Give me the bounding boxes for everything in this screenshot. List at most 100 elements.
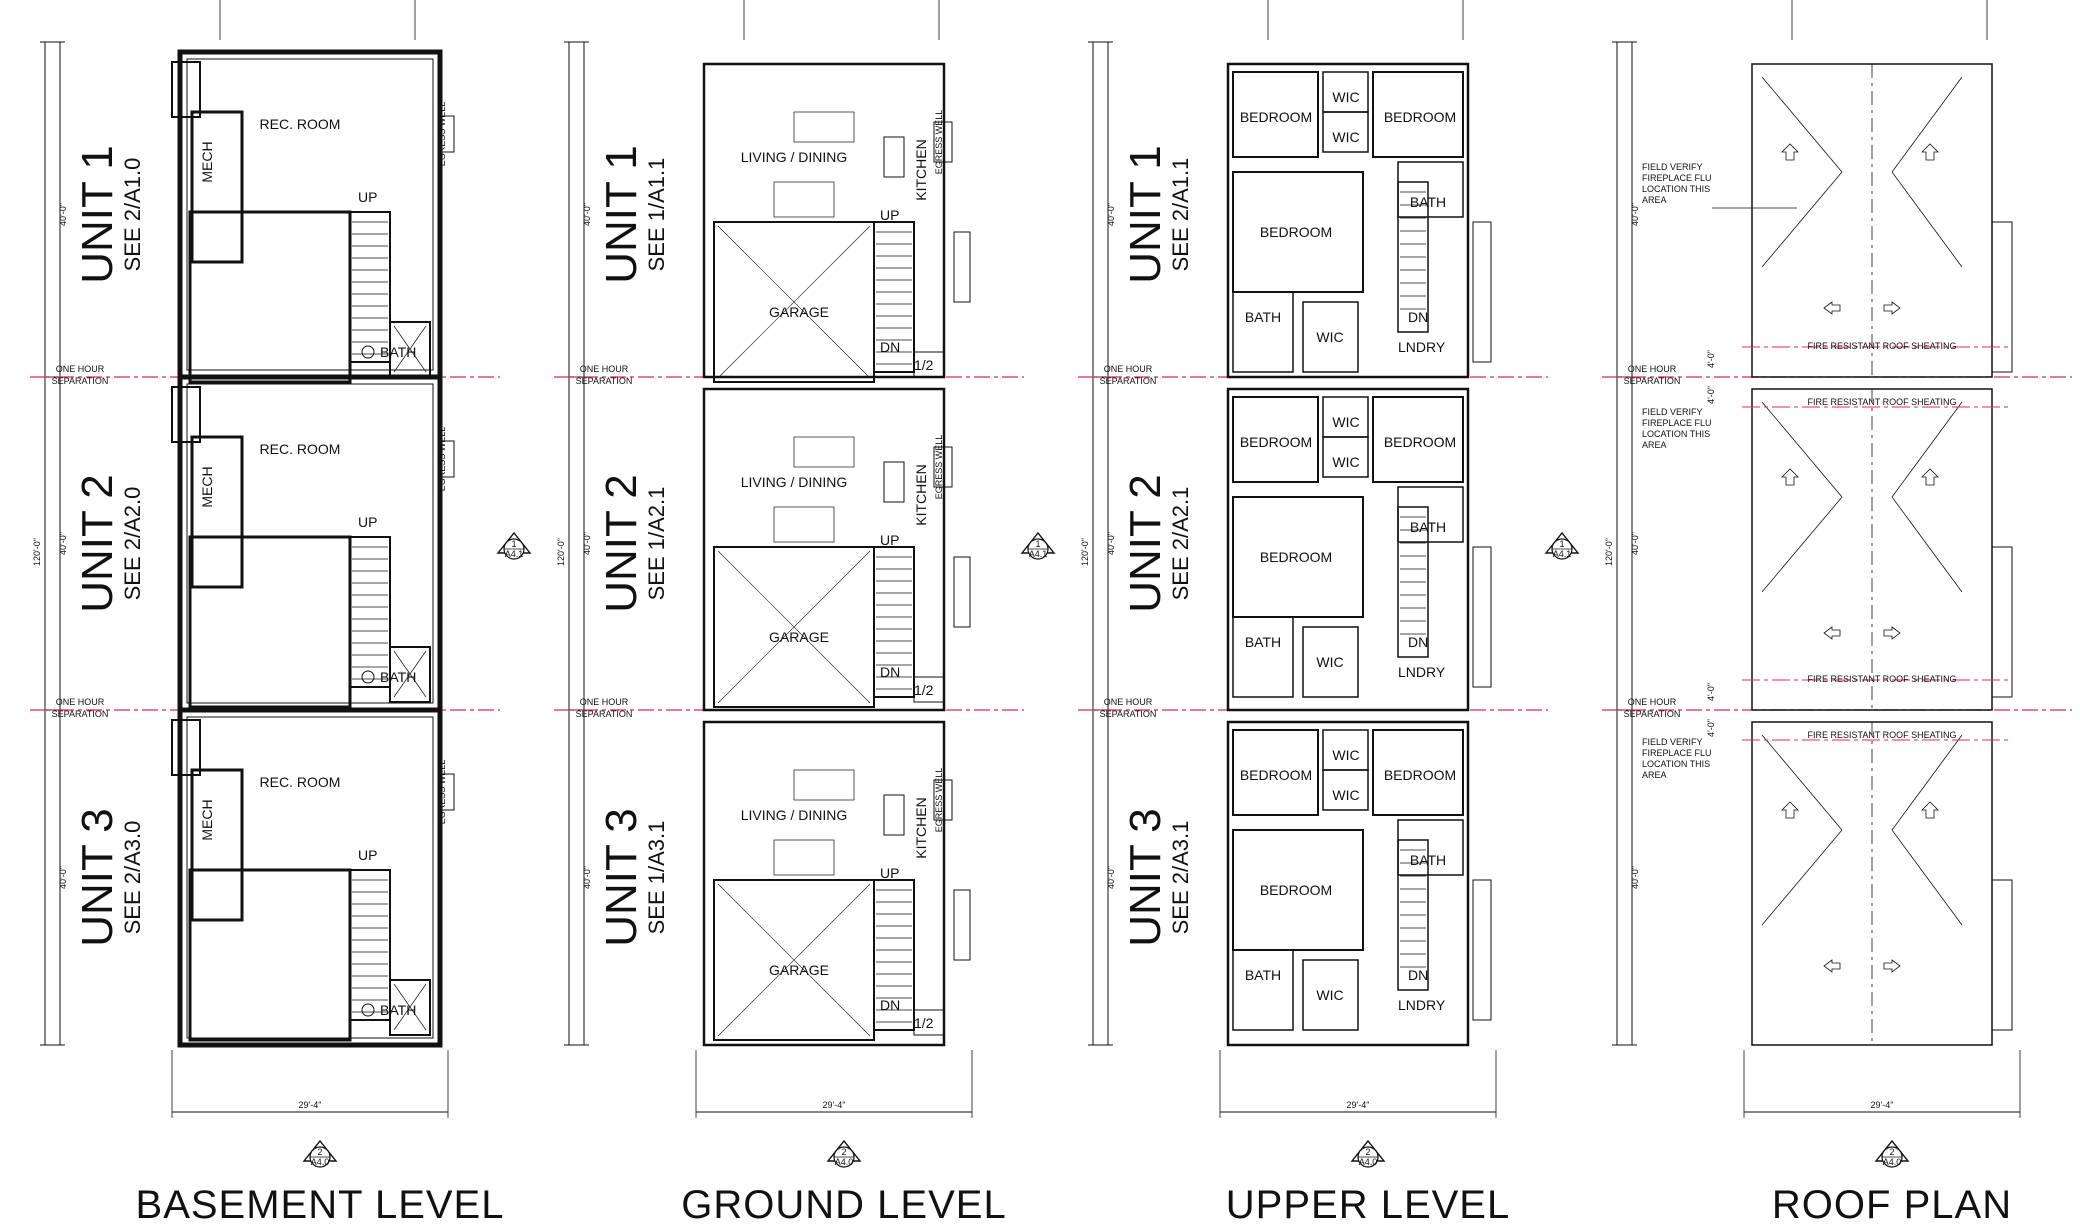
dimension-unit: 40'-0" (1630, 203, 1640, 226)
slope-arrow-icon (1781, 801, 1799, 819)
marker-sheet: A4.1 (1553, 549, 1572, 559)
sheathing-note: FIRE RESISTANT ROOF SHEATING (1807, 730, 1956, 740)
room-label-garage: GARAGE (769, 962, 829, 978)
bedroom-rear (1232, 829, 1364, 951)
unit-reference: SEE 1/A3.1 (644, 821, 669, 935)
sink-icon (361, 670, 375, 684)
deck-edge (1472, 546, 1492, 688)
room-label-garage: GARAGE (769, 629, 829, 645)
garage-x (717, 550, 871, 704)
wic-front (1322, 111, 1369, 153)
room-label-living-dining: LIVING / DINING (741, 807, 848, 823)
half-bath (913, 351, 945, 378)
hip-line (1891, 76, 1963, 173)
dimension-unit: 40'-0" (1630, 866, 1640, 889)
room-label-bedroom: BEDROOM (1260, 882, 1332, 898)
room-label-bedroom: BEDROOM (1384, 109, 1456, 125)
field-verify-note: FIREPLACE FLU (1642, 418, 1712, 428)
marker-number: 2 (1365, 1147, 1370, 1157)
room-label-bath: BATH (380, 669, 416, 685)
section-marker-left: 1A4.1 (496, 531, 532, 560)
sofa (773, 839, 835, 876)
unit-reference: SEE 2/A2.0 (120, 487, 145, 601)
room-label-up: UP (880, 865, 899, 881)
dimension-unit: 40'-0" (1106, 203, 1116, 226)
section-marker-bottom: 2A4.0 (1874, 1139, 1910, 1168)
unit-label: UNIT 3 (597, 808, 646, 947)
slope-arrow-icon (1823, 959, 1841, 973)
wic-rear (1302, 626, 1359, 698)
dimension-unit: 40'-0" (58, 203, 68, 226)
marker-sheet: A4.0 (311, 1157, 330, 1167)
dimension-width: 29'-4" (823, 1100, 846, 1110)
exterior-wall (1226, 62, 1470, 379)
field-verify-note: AREA (1642, 770, 1667, 780)
room-label-kitchen: KITCHEN (913, 464, 929, 525)
window-well (171, 386, 201, 443)
room-label-up: UP (880, 207, 899, 223)
unit-reference: SEE 1/A2.1 (644, 487, 669, 601)
field-verify-note: LOCATION THIS (1642, 184, 1710, 194)
dimension-unit: 40'-0" (582, 866, 592, 889)
kitchen-island (883, 794, 905, 836)
hip-line (1761, 829, 1843, 926)
field-verify-note: FIELD VERIFY (1642, 737, 1703, 747)
marker-sheet: A4.0 (1359, 1157, 1378, 1167)
bedroom-front (1232, 729, 1319, 816)
slope-arrow-icon (1823, 301, 1841, 315)
unit-label: UNIT 2 (597, 474, 646, 613)
egress-well-label: EGRESS WELL (934, 110, 944, 175)
hip-line (1761, 734, 1843, 831)
window (953, 889, 971, 961)
dimension-unit: 40'-0" (582, 532, 592, 555)
foundation-wall (177, 374, 443, 713)
window-well (171, 61, 201, 118)
marker-number: 1 (1559, 539, 1564, 549)
stair (873, 546, 915, 698)
egress-well-label: EGRESS WELL (437, 102, 447, 167)
bath-hall (1397, 819, 1464, 876)
exterior-wall (702, 62, 946, 379)
separation-label: ONE HOUR (56, 697, 105, 707)
unit-label: UNIT 3 (73, 808, 122, 947)
room-label-bath: BATH (1245, 967, 1281, 983)
window (953, 231, 971, 303)
section-marker-bottom: 2A4.0 (302, 1139, 338, 1168)
unit-2-roof (1751, 388, 2013, 711)
garage-x (717, 883, 871, 1037)
slope-arrow-icon (1921, 468, 1939, 486)
field-verify-note: FIREPLACE FLU (1642, 173, 1712, 183)
separation-label: SEPARATION (52, 709, 109, 719)
bedroom-front (1232, 71, 1319, 158)
plan-upper: UPPER LEVEL2A4.0120'-0"40'-0"40'-0"40'-0… (1020, 0, 1548, 1227)
mech-room (190, 768, 244, 922)
stair (873, 879, 915, 1031)
section-marker-bottom: 2A4.0 (826, 1139, 862, 1168)
separation-label: ONE HOUR (580, 364, 629, 374)
bedroom-front (1232, 396, 1319, 483)
dimension-unit: 40'-0" (1630, 532, 1640, 555)
slope-arrow-icon (1921, 801, 1939, 819)
dimension-unit: 40'-0" (58, 866, 68, 889)
plan-basement: BASEMENT LEVEL2A4.0120'-0"40'-0"40'-0"40… (30, 0, 503, 1227)
sofa (773, 506, 835, 543)
storage-room (188, 535, 352, 709)
room-label-laundry: LNDRY (1398, 997, 1446, 1013)
room-label-bath: BATH (380, 344, 416, 360)
room-label-half-bath: 1/2 (914, 357, 934, 373)
bedroom-front (1372, 396, 1464, 483)
separation-label: ONE HOUR (1104, 697, 1153, 707)
shower-x (393, 650, 427, 698)
room-label-bedroom: BEDROOM (1240, 434, 1312, 450)
stair (1397, 839, 1429, 991)
mech-room (190, 110, 244, 264)
dimension-offset: 4'-0" (1706, 719, 1716, 737)
separation-label: ONE HOUR (580, 697, 629, 707)
bath-hall (1397, 161, 1464, 218)
room-label-bedroom: BEDROOM (1384, 434, 1456, 450)
room-label-rec-room: REC. ROOM (260, 116, 341, 132)
